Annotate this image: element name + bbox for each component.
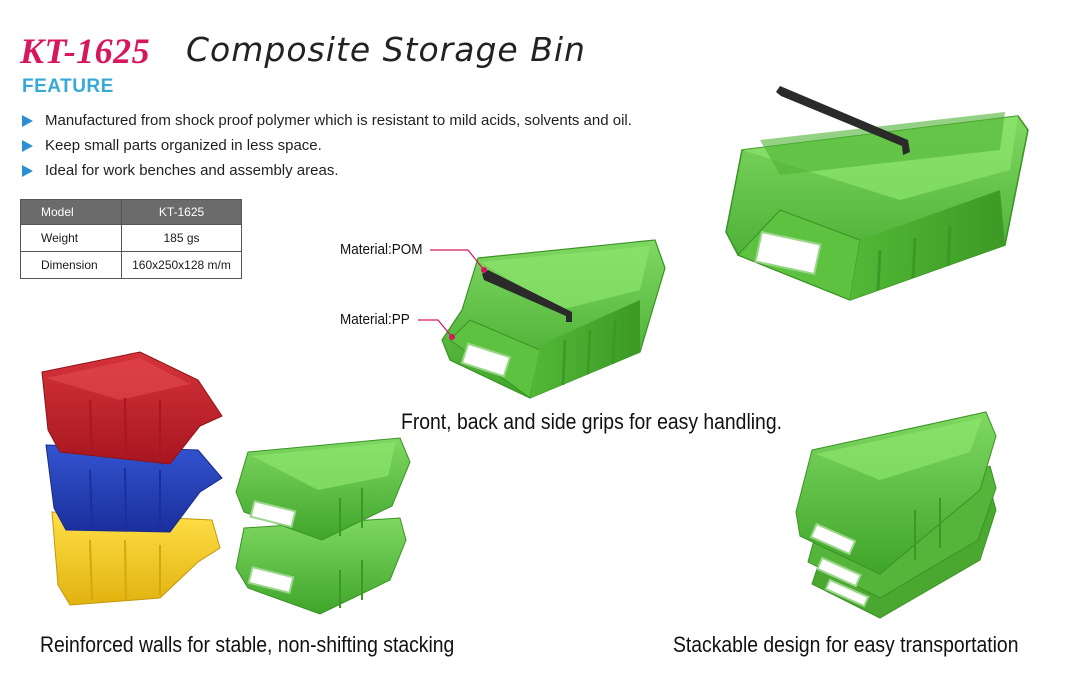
feature-text: Keep small parts organized in less space… xyxy=(45,137,322,154)
spec-value: 185 gs xyxy=(121,224,242,252)
triangle-bullet-icon xyxy=(22,139,33,152)
spec-row: Weight 185 gs xyxy=(20,224,242,252)
bin-stack-green-pair xyxy=(235,437,411,615)
spec-value: 160x250x128 m/m xyxy=(121,251,242,279)
callout-dot-pom xyxy=(481,267,487,273)
spec-table: Model KT-1625 Weight 185 gs Dimension 16… xyxy=(20,199,242,279)
spec-row: Dimension 160x250x128 m/m xyxy=(20,251,242,279)
feature-list: Manufactured from shock proof polymer wh… xyxy=(22,108,632,183)
feature-text: Manufactured from shock proof polymer wh… xyxy=(45,112,632,129)
callout-material-pp: Material:PP xyxy=(340,311,410,328)
callout-material-pom: Material:POM xyxy=(340,241,423,258)
callout-line-pom xyxy=(430,249,485,271)
bin-large-green xyxy=(725,86,1029,301)
feature-item: Manufactured from shock proof polymer wh… xyxy=(22,108,632,133)
product-title: Composite Storage Bin xyxy=(186,30,586,69)
callout-line-pp xyxy=(418,319,453,338)
bin-medium-green xyxy=(441,239,666,399)
spec-header-value: KT-1625 xyxy=(121,199,242,225)
caption-stacking: Reinforced walls for stable, non-shiftin… xyxy=(40,632,455,657)
spec-label: Dimension xyxy=(20,251,122,279)
bin-stack-colored xyxy=(41,351,223,606)
caption-transport: Stackable design for easy transportation xyxy=(673,632,1019,657)
feature-text: Ideal for work benches and assembly area… xyxy=(45,162,339,179)
bin-stack-green-nested xyxy=(795,411,997,619)
feature-heading: FEATURE xyxy=(22,76,114,97)
caption-grips: Front, back and side grips for easy hand… xyxy=(401,409,782,434)
feature-item: Ideal for work benches and assembly area… xyxy=(22,158,632,183)
triangle-bullet-icon xyxy=(22,164,33,177)
triangle-bullet-icon xyxy=(22,114,33,127)
feature-item: Keep small parts organized in less space… xyxy=(22,133,632,158)
callout-dot-pp xyxy=(449,334,455,340)
model-code: KT-1625 xyxy=(20,31,151,71)
